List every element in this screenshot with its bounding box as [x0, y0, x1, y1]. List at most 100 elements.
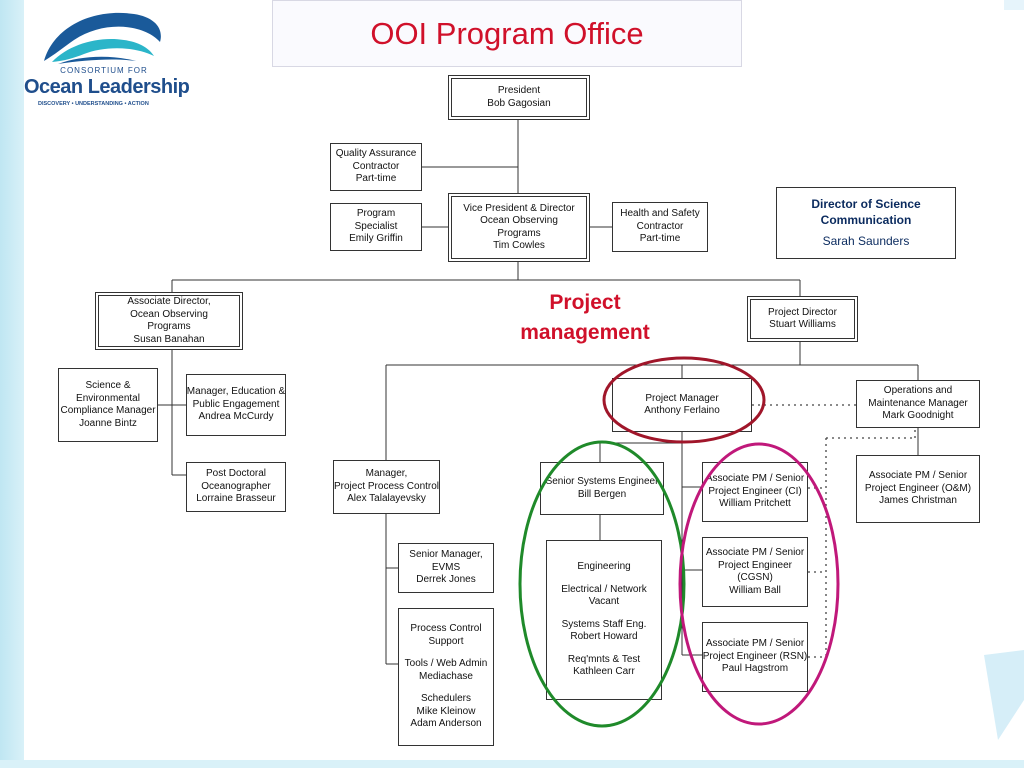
box-text-line: Project Process Control — [333, 480, 440, 492]
right-wave-decoration — [984, 0, 1024, 740]
box-text-line: Emily Griffin — [349, 233, 403, 245]
director-science-title: Director of Science Communication — [811, 197, 921, 227]
box-text-line: Part-time — [639, 233, 681, 245]
bottom-decorative-stripe — [0, 760, 1024, 768]
box-text-line: Bob Gagosian — [487, 97, 551, 109]
box-text-line: Contractor — [352, 160, 400, 172]
box-text-line: Support — [428, 635, 464, 647]
box-text-line: Associate PM / Senior — [705, 547, 805, 558]
box-text-line: Susan Banahan — [133, 333, 205, 345]
box-text-line: Bill Bergen — [577, 488, 627, 500]
box-text-line: Part-time — [355, 173, 397, 185]
box-text-line: Derrek Jones — [416, 574, 476, 586]
box-text-line: Ocean Observing — [480, 215, 558, 226]
box-text-line: Associate Director, — [127, 296, 211, 307]
box-text-line: Kathleen Carr — [573, 666, 635, 678]
box-text-line: Quality Assurance — [335, 148, 417, 160]
box-text-line: Project Engineer (O&M) — [864, 482, 972, 494]
box-text-line: Associate PM / Senior — [868, 470, 968, 482]
box-text-line: President — [497, 85, 541, 96]
box-text-line: Specialist — [354, 220, 398, 232]
box-text-line: James Christman — [879, 495, 957, 507]
callout-text-line: Project — [549, 291, 621, 314]
box-text-line: Lorraine Brasseur — [196, 493, 276, 505]
logo-ocean-leadership-text: Ocean Leadership — [24, 76, 190, 98]
box-text-line: Mark Goodnight — [882, 410, 954, 422]
box-text-line: Anthony Ferlaino — [644, 405, 720, 416]
box-text-line: Andrea McCurdy — [198, 411, 274, 423]
box-text-line: Alex Talalayevsky — [347, 493, 426, 505]
box-text-line: Process Control — [410, 623, 482, 635]
logo-tagline: DISCOVERY • UNDERSTANDING • ACTION — [38, 101, 149, 107]
box-text-line: Oceanographer — [201, 480, 271, 492]
box-text-line: Manager, Education & — [186, 386, 286, 398]
callout-text-line: management — [520, 321, 650, 344]
box-text-line: Vacant — [588, 596, 620, 608]
director-science-name: Sarah Saunders — [822, 234, 910, 248]
left-decorative-stripe — [0, 0, 24, 768]
director-science-communication-box: Director of Science Communication Sarah … — [776, 187, 956, 259]
box-text-line: William Pritchett — [719, 498, 791, 510]
box-text-line: Mediachase — [419, 670, 473, 682]
box-text-line: Environmental — [76, 392, 140, 404]
box-text-line: Systems Staff Eng. — [561, 618, 647, 630]
box-text-line: Adam Anderson — [410, 718, 482, 730]
box-text-line: Ocean Observing — [130, 308, 208, 320]
ocean-leadership-logo: CONSORTIUM FOR Ocean Leadership DISCOVER… — [24, 6, 190, 110]
box-text-line: Manager, — [365, 468, 408, 480]
box-text-line: Project Engineer (CI) — [708, 485, 802, 497]
box-text-line: Req'mnts & Test — [567, 653, 641, 665]
box-text-line: Mike Kleinow — [416, 705, 476, 717]
box-text-line: Schedulers — [420, 693, 472, 705]
box-text-line: Engineering — [577, 561, 631, 573]
box-text-line: Vice President & Director — [463, 202, 575, 214]
box-text-line: Health and Safety — [620, 208, 700, 220]
project-management-callout: Project management — [500, 288, 670, 348]
box-text-line: Associate PM / Senior — [705, 638, 805, 650]
box-text-line: EVMS — [431, 561, 461, 573]
box-text-line: Electrical / Network — [561, 583, 647, 595]
box-text-line: Tim Cowles — [493, 240, 545, 251]
page-title: OOI Program Office — [370, 15, 644, 51]
box-text-line: Paul Hagstrom — [721, 663, 789, 675]
title-box: OOI Program Office — [272, 0, 742, 67]
wave-logo-icon — [44, 12, 161, 64]
box-text-line: Maintenance Manager — [868, 397, 968, 409]
box-text-line: Science & — [85, 380, 131, 391]
box-text-line: Stuart Williams — [769, 319, 836, 330]
box-text-line: Tools / Web Admin — [404, 658, 488, 670]
box-text-line: William Ball — [729, 584, 781, 596]
box-text-line: Compliance Manager — [60, 405, 156, 416]
box-text-line: Robert Howard — [570, 631, 638, 643]
box-text-line: Programs — [147, 321, 191, 332]
box-text-line: Post Doctoral — [205, 468, 267, 480]
box-text-line: Associate PM / Senior — [705, 473, 805, 485]
box-text-line: Project Engineer — [718, 559, 792, 571]
box-text-line: Project Engineer (RSN) — [702, 650, 808, 662]
box-text-line: Contractor — [636, 220, 684, 232]
box-text-line: Programs — [497, 227, 541, 239]
box-text-line: Senior Systems Engineer — [545, 476, 659, 487]
box-text-line: Project Director — [768, 306, 837, 318]
box-text-line: Senior Manager, — [409, 549, 483, 561]
